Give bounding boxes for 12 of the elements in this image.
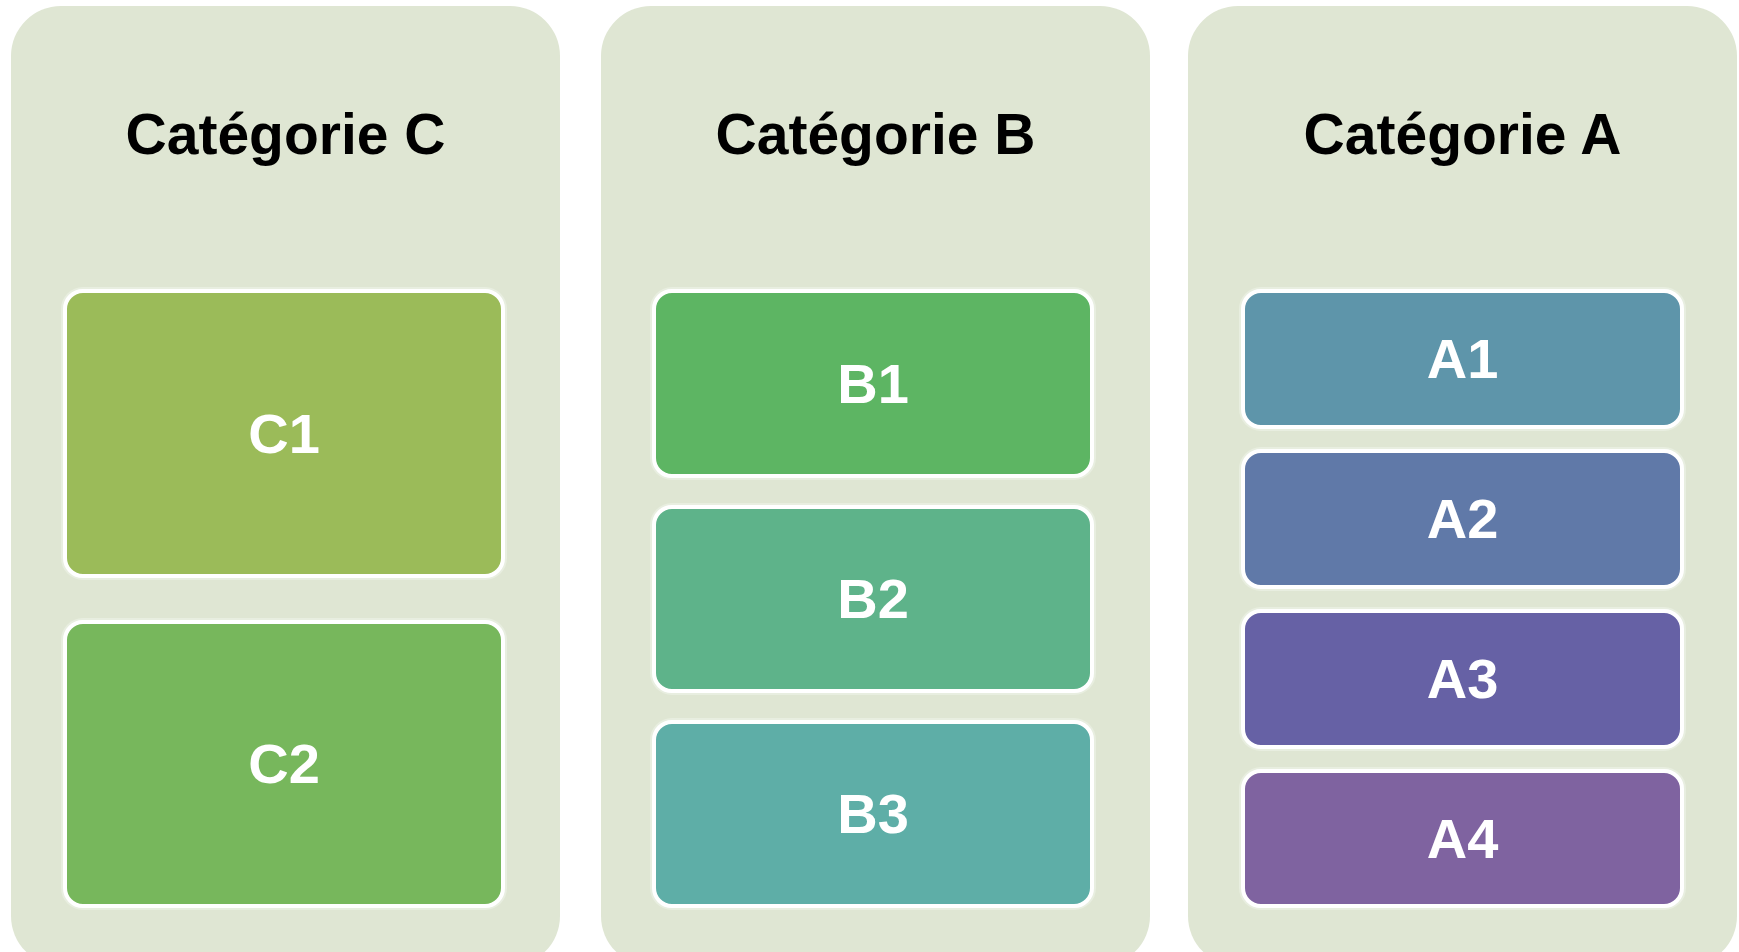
category-panel xyxy=(601,6,1150,952)
item-box: C1 xyxy=(63,289,505,578)
item-box: B2 xyxy=(652,505,1094,693)
category-panel xyxy=(11,6,560,952)
category-panel xyxy=(1188,6,1737,952)
item-box: A3 xyxy=(1241,609,1684,749)
item-box: B1 xyxy=(652,289,1094,478)
item-box: A2 xyxy=(1241,449,1684,589)
item-box: A4 xyxy=(1241,769,1684,908)
item-box: B3 xyxy=(652,720,1094,908)
item-box: A1 xyxy=(1241,289,1684,429)
item-box: C2 xyxy=(63,620,505,908)
